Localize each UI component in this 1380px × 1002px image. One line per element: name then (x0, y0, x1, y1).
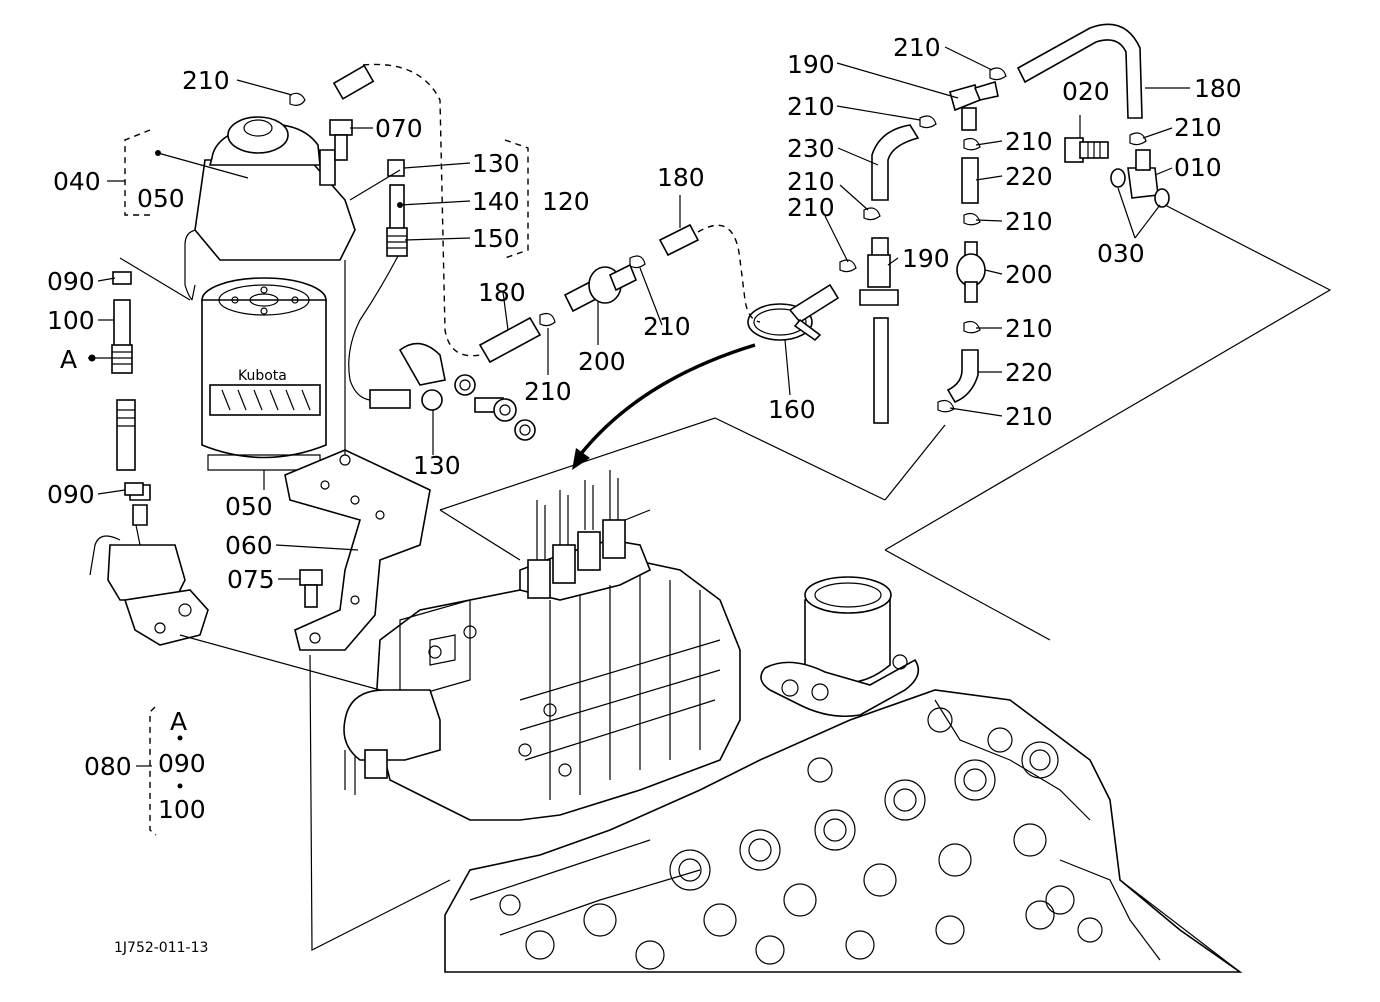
hose-230 (871, 124, 920, 201)
callout-c40: 010 (1174, 153, 1222, 182)
callout-c11: A (60, 345, 77, 374)
callout-labels: 210 070 130 140 120 150 040 050 090 100 … (47, 33, 1242, 594)
callout-c32: 210 (1005, 207, 1053, 236)
callout-c17: 180 (657, 163, 705, 192)
injection-pump (374, 470, 741, 821)
callout-c6: 150 (472, 224, 520, 253)
callout-c18: 180 (478, 278, 526, 307)
callout-c13: 050 (225, 492, 273, 521)
hose-180-top (1016, 23, 1143, 119)
callout-c7: 040 (53, 167, 101, 196)
hose-100 (111, 271, 144, 496)
hose-220-lower (946, 349, 979, 404)
eye-joint-010 (1127, 149, 1159, 199)
callout-c29: 190 (902, 244, 950, 273)
callout-c30: 210 (1005, 127, 1053, 156)
stop-solenoid (343, 689, 441, 795)
fuel-strainer-200-right (956, 241, 986, 303)
callout-c14: 060 (225, 531, 273, 560)
bolt-070 (329, 119, 353, 161)
fuel-feed-pump (89, 484, 209, 646)
fuel-filter-bracket (184, 116, 356, 301)
legend-item-2: 100 (158, 795, 206, 824)
callout-c39: 210 (1174, 113, 1222, 142)
callout-c20: 200 (578, 347, 626, 376)
gaskets-030 (1110, 168, 1170, 208)
callout-c28: 210 (787, 193, 835, 222)
callout-c1: 210 (182, 66, 230, 95)
callout-c5: 120 (542, 187, 590, 216)
callout-c33: 200 (1005, 260, 1053, 289)
callout-c35: 220 (1005, 358, 1053, 387)
legend-item-1: 090 (158, 749, 206, 778)
callout-c8: 050 (137, 184, 185, 213)
drawing-code: 1J752-011-13 (114, 940, 208, 956)
hose-220-upper (961, 157, 979, 204)
callout-c10: 100 (47, 306, 95, 335)
fuel-strainer-200-middle (563, 263, 638, 313)
callout-dots (88, 150, 403, 789)
callout-c38: 180 (1194, 74, 1242, 103)
pipe-vertical-lower (873, 317, 889, 424)
callout-c22: 160 (768, 395, 816, 424)
assembly-legend: A 080 090 100 (84, 707, 206, 824)
fuel-filter-cartridge: Kubota (201, 277, 327, 471)
cylinder-head (444, 689, 1243, 973)
joint-190-upper (949, 80, 999, 131)
hose-set-120 (386, 159, 408, 257)
hose-route-dashed (124, 63, 761, 836)
callout-c23: 210 (893, 33, 941, 62)
callout-c36: 210 (1005, 402, 1053, 431)
water-outlet-housing (760, 576, 920, 718)
callout-c15: 075 (227, 565, 275, 594)
callout-c4: 140 (472, 187, 520, 216)
legend-ref: A (170, 707, 187, 736)
callout-c26: 230 (787, 134, 835, 163)
callout-c24: 190 (787, 50, 835, 79)
svg-text:Kubota: Kubota (238, 368, 287, 384)
band-160 (747, 283, 840, 342)
bolt-075 (299, 569, 323, 608)
banjo-bolt-020 (1064, 137, 1109, 163)
callout-c9: 090 (47, 267, 95, 296)
callout-c19: 210 (524, 377, 572, 406)
callout-c41: 030 (1097, 239, 1145, 268)
fuel-fittings-130 (369, 342, 536, 441)
callout-c34: 210 (1005, 314, 1053, 343)
callout-c37: 020 (1062, 77, 1110, 106)
callout-c3: 130 (472, 149, 520, 178)
callout-c2: 070 (375, 114, 423, 143)
legend-group: 080 (84, 752, 132, 781)
joint-190-lower (859, 237, 899, 306)
callout-c25: 210 (787, 92, 835, 121)
callout-c12: 090 (47, 480, 95, 509)
callout-c31: 220 (1005, 162, 1053, 191)
callout-c27: 210 (787, 167, 835, 196)
callout-c21: 210 (643, 312, 691, 341)
callout-c16: 130 (413, 451, 461, 480)
leader-lines (88, 46, 1190, 767)
hose-180-middle (332, 64, 700, 364)
assembly-reference-lines (119, 169, 1332, 973)
